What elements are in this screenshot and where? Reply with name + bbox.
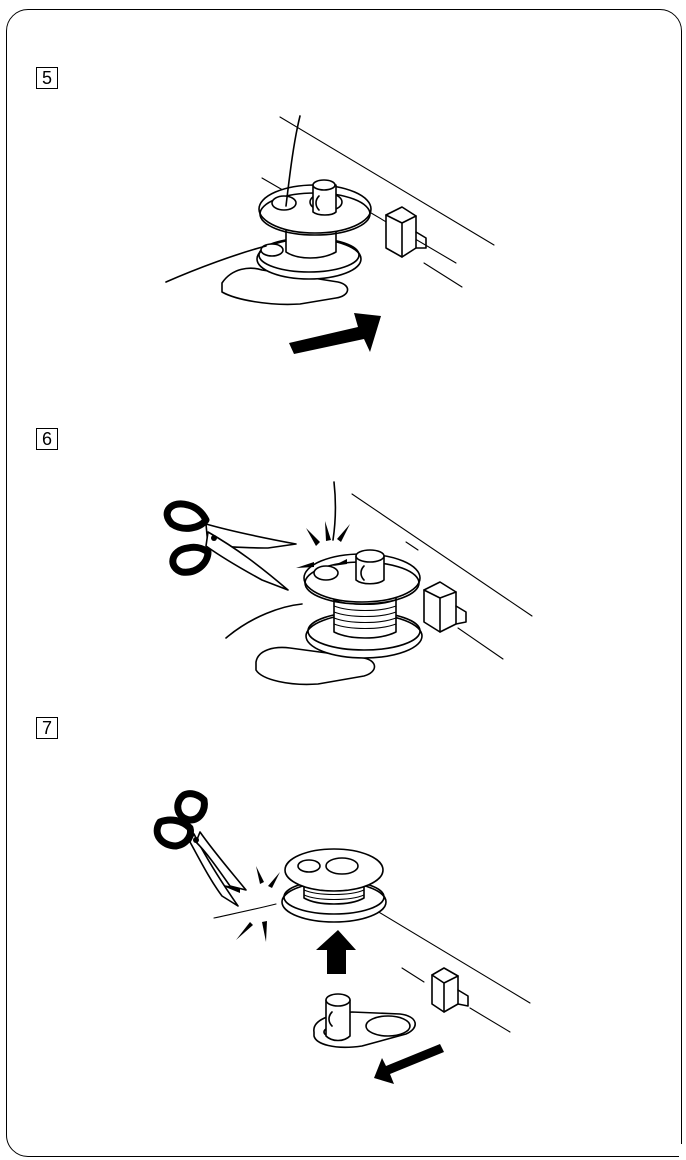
spindle (313, 180, 336, 215)
remove-arrow-icon (374, 1044, 444, 1084)
up-arrow-icon (316, 930, 356, 974)
bobbin-stopper (432, 968, 468, 1012)
step5-illustration (166, 116, 494, 354)
step6-illustration (167, 482, 532, 684)
scissors-icon (167, 504, 296, 590)
bobbin-stopper (424, 582, 466, 632)
bobbin (282, 849, 386, 922)
step7-illustration (157, 794, 530, 1084)
push-arrow-icon (289, 313, 381, 354)
spindle (356, 550, 384, 584)
bobbin-stopper (386, 207, 426, 257)
spindle (326, 994, 350, 1041)
